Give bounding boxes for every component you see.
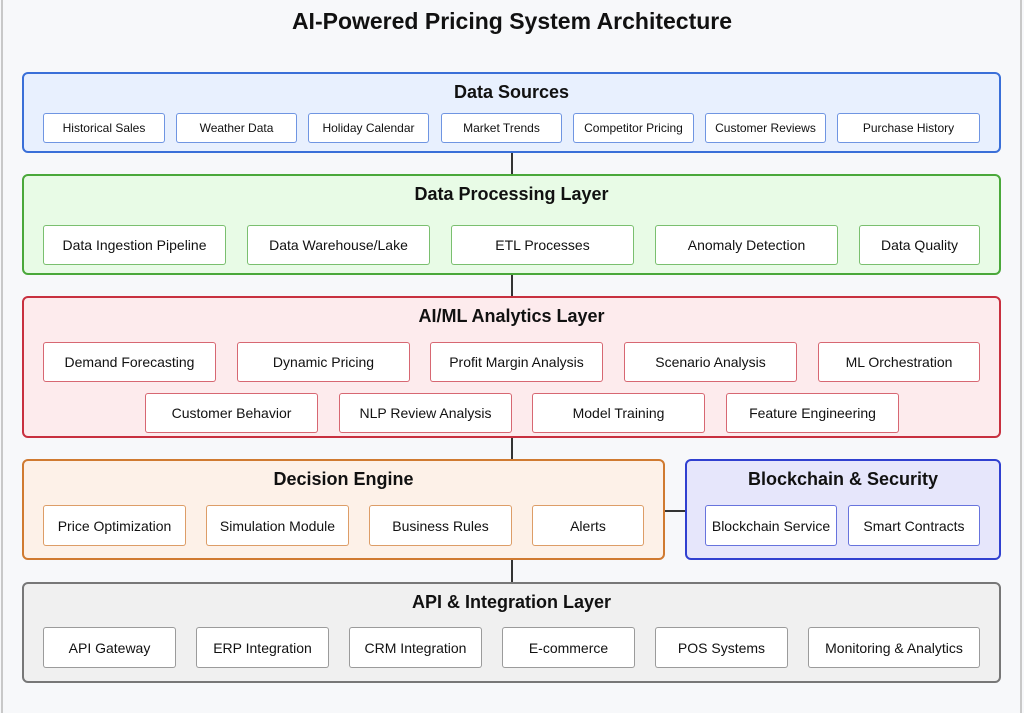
processing-component: ETL Processes (451, 225, 634, 265)
sources-component: Competitor Pricing (573, 113, 694, 143)
aiml-component: Model Training (532, 393, 705, 433)
processing-component: Data Ingestion Pipeline (43, 225, 226, 265)
diagram-title: AI-Powered Pricing System Architecture (291, 8, 733, 34)
aiml-layer-title: AI/ML Analytics Layer (418, 306, 605, 326)
processing-component: Anomaly Detection (655, 225, 838, 265)
aiml-component: NLP Review Analysis (339, 393, 512, 433)
aiml-component: ML Orchestration (818, 342, 980, 382)
decision-layer-title: Decision Engine (273, 469, 414, 489)
connector (511, 275, 513, 296)
sources-component: Market Trends (441, 113, 562, 143)
blockchain-component: Smart Contracts (848, 505, 980, 546)
api-component: POS Systems (655, 627, 788, 668)
aiml-component: Dynamic Pricing (237, 342, 410, 382)
api-component: API Gateway (43, 627, 176, 668)
decision-component: Simulation Module (206, 505, 349, 546)
processing-component: Data Warehouse/Lake (247, 225, 430, 265)
decision-component: Alerts (532, 505, 644, 546)
aiml-component: Customer Behavior (145, 393, 318, 433)
api-component: CRM Integration (349, 627, 482, 668)
api-component: E-commerce (502, 627, 635, 668)
blockchain-layer-title: Blockchain & Security (747, 469, 939, 489)
sources-component: Historical Sales (43, 113, 165, 143)
connector (511, 560, 513, 582)
decision-component: Price Optimization (43, 505, 186, 546)
api-layer-title: API & Integration Layer (411, 592, 612, 612)
aiml-component: Feature Engineering (726, 393, 899, 433)
connector (511, 153, 513, 174)
sources-component: Holiday Calendar (308, 113, 429, 143)
left-edge (1, 0, 3, 713)
processing-component: Data Quality (859, 225, 980, 265)
sources-component: Weather Data (176, 113, 297, 143)
sources-layer-title: Data Sources (453, 82, 570, 102)
connector (665, 510, 685, 512)
connector (511, 438, 513, 459)
right-edge (1020, 0, 1022, 713)
aiml-component: Scenario Analysis (624, 342, 797, 382)
processing-layer-title: Data Processing Layer (414, 184, 609, 204)
api-component: Monitoring & Analytics (808, 627, 980, 668)
aiml-component: Demand Forecasting (43, 342, 216, 382)
blockchain-component: Blockchain Service (705, 505, 837, 546)
api-component: ERP Integration (196, 627, 329, 668)
sources-component: Purchase History (837, 113, 980, 143)
aiml-component: Profit Margin Analysis (430, 342, 603, 382)
sources-component: Customer Reviews (705, 113, 826, 143)
decision-component: Business Rules (369, 505, 512, 546)
